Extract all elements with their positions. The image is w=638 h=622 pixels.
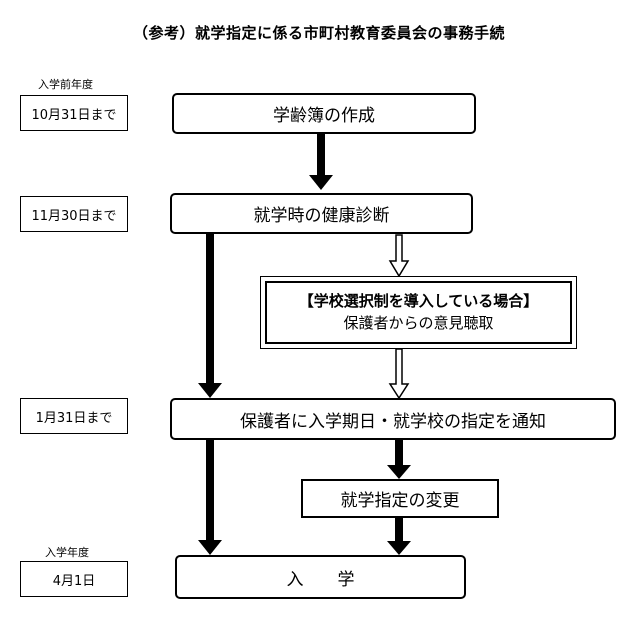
step-school-register-label: 学齢簿の作成 [273, 106, 375, 126]
arrow-notify-to-change [387, 440, 411, 479]
arrow-hearing-to-notify [388, 348, 410, 400]
arrow-change-to-enroll [387, 518, 411, 555]
step-enroll-label: 入 学 [286, 569, 355, 590]
step-enroll: 入 学 [175, 555, 466, 599]
date-box-jan31: 1月31日まで [20, 398, 128, 434]
step-parent-hearing-inner: 【学校選択制を導入している場合】 保護者からの意見聴取 [265, 281, 572, 344]
arrow-health-to-notify [198, 234, 222, 398]
arrow-register-to-health [309, 134, 333, 190]
step-health-check-label: 就学時の健康診断 [253, 206, 390, 226]
parent-hearing-label: 保護者からの意見聴取 [343, 313, 494, 332]
date-box-nov30: 11月30日まで [20, 196, 128, 232]
date-box-apr1: 4月1日 [20, 561, 128, 597]
choice-condition-label: 【学校選択制を導入している場合】 [298, 291, 539, 310]
step-change: 就学指定の変更 [301, 479, 499, 518]
step-notify-label: 保護者に入学期日・就学校の指定を通知 [240, 411, 546, 432]
year-label-previous: 入学前年度 [38, 78, 93, 91]
year-label-entry: 入学年度 [45, 546, 89, 559]
step-parent-hearing: 【学校選択制を導入している場合】 保護者からの意見聴取 [260, 276, 577, 349]
step-notify: 保護者に入学期日・就学校の指定を通知 [170, 398, 616, 440]
arrow-health-to-hearing [388, 234, 410, 278]
arrow-notify-to-enroll [198, 440, 222, 555]
date-box-oct31: 10月31日まで [20, 95, 128, 131]
step-health-check: 就学時の健康診断 [170, 193, 473, 234]
step-school-register: 学齢簿の作成 [172, 93, 476, 134]
page-title: （参考）就学指定に係る市町村教育委員会の事務手続 [132, 24, 505, 42]
step-change-label: 就学指定の変更 [340, 491, 460, 511]
